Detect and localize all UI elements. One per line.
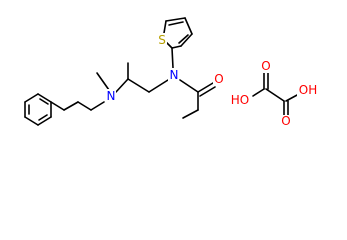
ethyl-linker [50,101,105,111]
thiophene-sulfur-label: S [158,33,166,47]
phenyl-ring [24,93,52,126]
atom-label-oxalic-oh: OH [297,83,319,97]
amine-bonds [96,62,169,93]
structure-diagram: N N S O HO OH O O [24,17,319,128]
amide-nitrogen-label: N [170,68,179,82]
thiophene-ring [162,17,193,69]
atom-label-oxalic-ho: HO [229,93,251,107]
oxalic-acid [252,71,300,117]
oxalic-hydroxyl-left-label: HO [231,93,249,107]
amide-oxygen-label: O [214,72,223,86]
oxalic-hydroxyl-right-label: OH [299,83,317,97]
oxalic-carbonyl-bottom-label: O [281,114,290,128]
atom-label-amide-o: O [213,72,224,86]
oxalic-carbonyl-top-label: O [261,59,270,73]
amine-nitrogen-label: N [107,89,116,103]
atom-label-amine-n: N [106,89,116,103]
atom-label-thiophene-s: S [157,33,167,47]
atom-label-oxalic-o-bottom: O [281,114,292,128]
atom-label-amide-n: N [168,68,179,82]
atom-label-oxalic-o-top: O [261,59,272,73]
amide-group [179,79,216,119]
